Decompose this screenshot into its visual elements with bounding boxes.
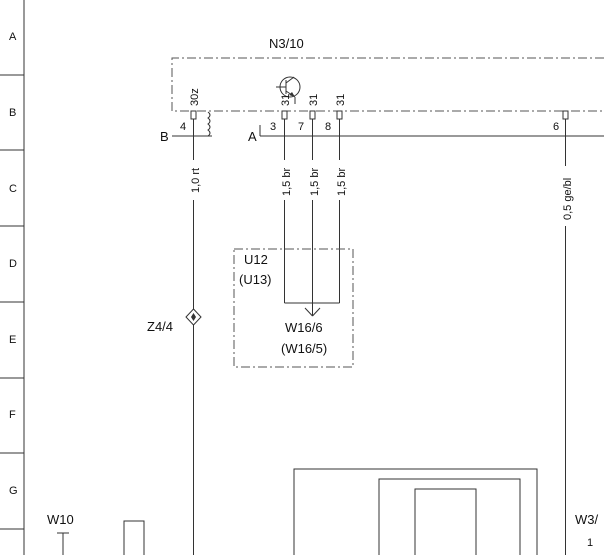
ground-point-name: W16/6 (285, 320, 323, 335)
ground-w10-label: W10 (47, 512, 74, 527)
wire-spec-1-5-br-b: 1,5 br (309, 168, 321, 196)
connector-z4-4: Z4/4 (147, 319, 173, 334)
grid-row-e: E (9, 334, 16, 346)
pin-number-6: 6 (553, 121, 559, 133)
wire-spec-0-5-ge-bl: 0,5 ge/bl (562, 178, 574, 220)
ground-w10-icon (57, 532, 69, 555)
lower-component-outline (293, 468, 538, 555)
component-u12-name: U12 (244, 252, 268, 267)
pin-label-31-b: 31 (308, 94, 320, 106)
coil-icon (207, 111, 211, 137)
pin-number-8: 8 (325, 121, 331, 133)
grid-row-g: G (9, 485, 18, 497)
ground-w3-label: W3/ (575, 512, 599, 527)
connector-a-label: A (248, 129, 257, 144)
transistor-icon (276, 76, 301, 104)
pin-terminal-7 (309, 110, 316, 124)
pin-number-1: 1 (587, 537, 593, 549)
ground-splice-icon (284, 302, 340, 317)
wire-spec-1-5-br-a: 1,5 br (281, 168, 293, 196)
wire-spec-1-0-rt: 1,0 rt (190, 168, 202, 193)
connector-b-label: B (160, 129, 169, 144)
grid-row-c: C (9, 183, 17, 195)
wire-spec-1-5-br-c: 1,5 br (336, 168, 348, 196)
small-component-box (123, 520, 145, 555)
component-u12-alt: (U13) (239, 272, 272, 287)
pin-number-4: 4 (180, 121, 186, 133)
pin-label-31-c: 31 (335, 94, 347, 106)
pin-label-30z: 30z (189, 88, 201, 106)
pin-terminal-3 (281, 110, 288, 124)
module-name: N3/10 (269, 36, 304, 51)
module-outline (171, 57, 604, 112)
grid-row-d: D (9, 258, 17, 270)
grid-ticks (0, 74, 24, 530)
ground-point-alt: (W16/5) (281, 341, 327, 356)
component-u12-box (233, 248, 354, 368)
grid-row-a: A (9, 31, 17, 43)
pin-terminal-6 (562, 110, 569, 124)
pin-number-7: 7 (298, 121, 304, 133)
pin-number-3: 3 (270, 121, 276, 133)
pin-label-31-a: 31 (280, 94, 292, 106)
pin-terminal-4 (190, 110, 197, 124)
grid-row-f: F (9, 409, 16, 421)
splice-diamond-icon (185, 308, 202, 326)
pin-terminal-8 (336, 110, 343, 124)
grid-row-b: B (9, 107, 16, 119)
